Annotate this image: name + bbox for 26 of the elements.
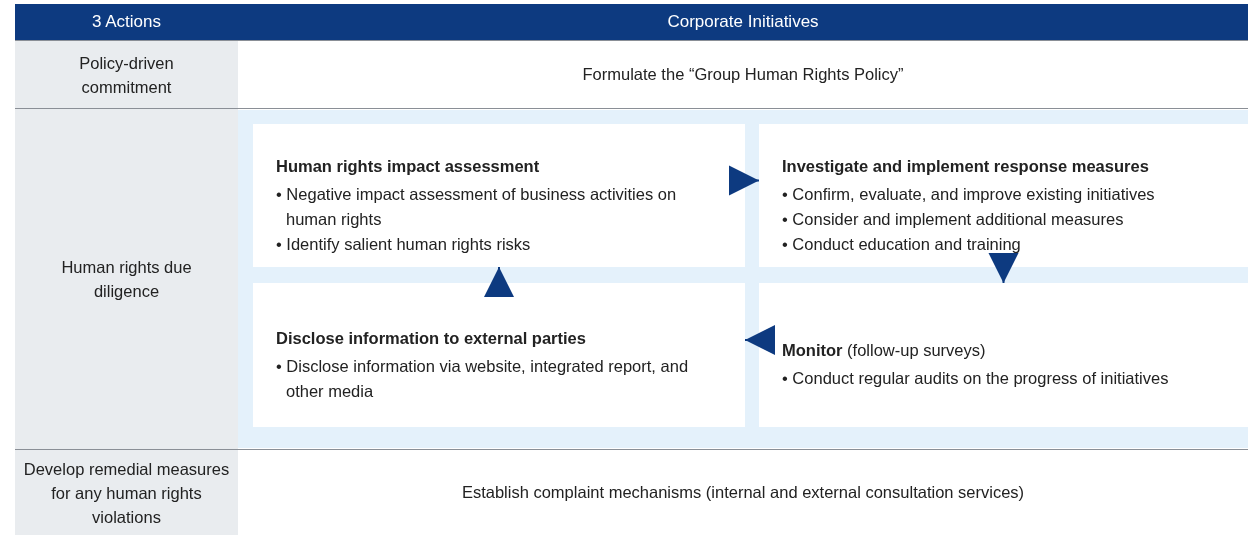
process-box	[253, 283, 745, 427]
bullet-item: • Confirm, evaluate, and improve existing initiatives	[782, 183, 1156, 205]
arrow	[744, 325, 775, 355]
bullet-item: • Conduct education and training	[782, 233, 1022, 255]
process-box	[253, 124, 745, 267]
arrow	[729, 165, 760, 196]
row-label: Develop remedial measures for any human rights violations	[15, 450, 238, 535]
box-heading: Human rights impact assessment	[276, 156, 541, 176]
box-heading: Monitor (follow-up surveys)	[782, 341, 987, 360]
bullet-item: • Identify salient human rights risks	[276, 233, 532, 255]
bullet-item: • Negative impact assessment of business activities on human rights	[276, 183, 678, 230]
row-label: Policy-driven commitment	[15, 41, 238, 108]
process-box	[759, 283, 1248, 427]
box-heading: Investigate and implement response measures	[782, 156, 1150, 176]
arrow	[988, 253, 1019, 284]
process-box	[759, 124, 1248, 267]
table-cell: Formulate the “Group Human Rights Policy”	[238, 41, 1248, 108]
header-cell: 3 Actions	[15, 4, 238, 40]
bullet-item: • Disclose information via website, integrated report, and other media	[276, 355, 690, 402]
bullet-item: • Consider and implement additional measures	[782, 208, 1125, 230]
row-label: Human rights due diligence	[15, 109, 238, 449]
box-heading: Disclose information to external parties	[276, 328, 587, 348]
arrow	[484, 266, 514, 297]
table-cell: Establish complaint mechanisms (internal and external consultation services)	[238, 450, 1248, 535]
header-cell: Corporate Initiatives	[238, 4, 1248, 40]
bullet-item: • Conduct regular audits on the progress of initiatives	[782, 368, 1170, 389]
